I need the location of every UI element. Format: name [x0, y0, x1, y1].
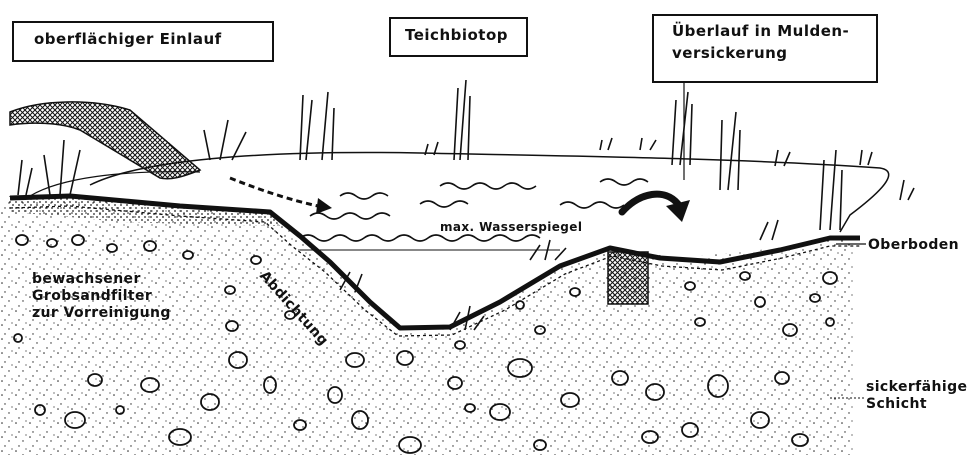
filter-label-line3: zur Vorreinigung [32, 305, 171, 322]
sand-filter-label: bewachsener Grobsandfilter zur Vorreinig… [32, 271, 171, 322]
ueberlauf-label-line1: Überlauf in Mulden- [672, 20, 876, 42]
sickerschicht-label: sickerfähige Schicht [866, 379, 967, 413]
teichbiotop-label-box: Teichbiotop [389, 17, 528, 57]
ueberlauf-label-box: Überlauf in Mulden- versickerung [652, 14, 878, 83]
oberboden-label: Oberboden [868, 237, 959, 254]
overflow-structure [608, 252, 648, 304]
inlet-arrow-head [316, 198, 332, 214]
inlet-channel [10, 102, 200, 179]
ueberlauf-label-line2: versickerung [672, 42, 876, 64]
overflow-arrow-head [666, 200, 690, 222]
einlauf-label-box: oberflächiger Einlauf [12, 21, 274, 62]
schicht-label-line2: Schicht [866, 396, 967, 413]
teichbiotop-label: Teichbiotop [405, 26, 526, 44]
filter-label-line2: Grobsandfilter [32, 288, 171, 305]
filter-label-line1: bewachsener [32, 271, 171, 288]
inlet-flow-arrow [230, 178, 318, 206]
einlauf-label: oberflächiger Einlauf [34, 30, 272, 48]
schicht-label-line1: sickerfähige [866, 379, 967, 396]
wasserspiegel-label: max. Wasserspiegel [440, 219, 582, 236]
